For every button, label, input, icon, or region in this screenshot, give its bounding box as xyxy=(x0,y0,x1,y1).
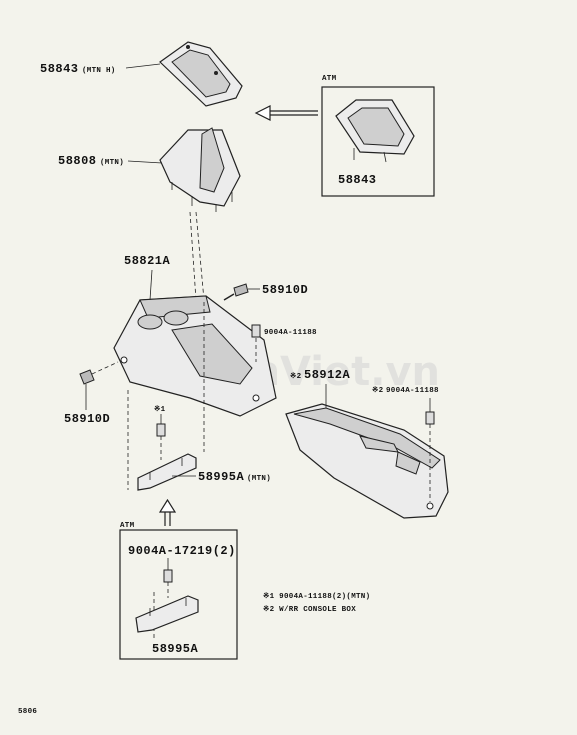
label-58808: 58808 xyxy=(58,154,97,168)
clip-9004a-11188-a xyxy=(251,324,261,362)
atm-inset-box-top xyxy=(321,86,435,197)
label-9004a-11188-a: 9004A-11188 xyxy=(264,329,317,337)
label-58910d-top: 58910D xyxy=(262,283,308,297)
bracket-58995a-atm xyxy=(135,595,199,633)
label-atm-top: ATM xyxy=(322,75,337,83)
shift-bezel-atm xyxy=(335,99,415,163)
label-58843-atm: 58843 xyxy=(338,173,377,187)
label-58912a: 58912A xyxy=(304,368,351,382)
screw-58910d-top xyxy=(223,283,249,301)
label-58995a-mtn-note: (MTN) xyxy=(247,475,271,483)
label-58843-mtn-note: (MTN H) xyxy=(82,67,116,75)
label-58910d-left: 58910D xyxy=(64,412,110,426)
page-number: 5806 xyxy=(18,708,37,716)
label-atm-bottom: ATM xyxy=(120,522,135,530)
arrow-left-top xyxy=(254,105,318,121)
label-9004a-17219: 9004A-17219(2) xyxy=(128,544,236,558)
screw-58910d-left xyxy=(79,361,119,385)
label-58843-mtn: 58843 xyxy=(40,62,79,76)
arrow-up-bottom xyxy=(158,498,177,526)
note-1: ※1 9004A-11188(2)(MTN) xyxy=(263,591,370,601)
clip-mark1 xyxy=(156,423,166,460)
shift-bezel-mtn xyxy=(159,41,243,107)
label-58808-note: (MTN) xyxy=(100,159,124,167)
console-panel xyxy=(113,295,277,417)
note-2: ※2 W/RR CONSOLE BOX xyxy=(263,604,356,614)
label-58995a-mtn: 58995A xyxy=(198,470,245,484)
rear-console-box xyxy=(285,403,449,519)
label-58821a: 58821A xyxy=(124,254,171,268)
label-mark2-a: ※2 xyxy=(290,371,302,381)
bracket-58995a-mtn xyxy=(137,453,197,491)
label-mark1: ※1 xyxy=(154,404,166,414)
shift-lever-boot xyxy=(159,127,241,212)
label-9004a-11188-b: 9004A-11188 xyxy=(386,387,439,395)
label-mark2-b: ※2 xyxy=(372,385,384,395)
label-58995a-atm: 58995A xyxy=(152,642,199,656)
atm-inset-box-bottom xyxy=(119,529,238,660)
